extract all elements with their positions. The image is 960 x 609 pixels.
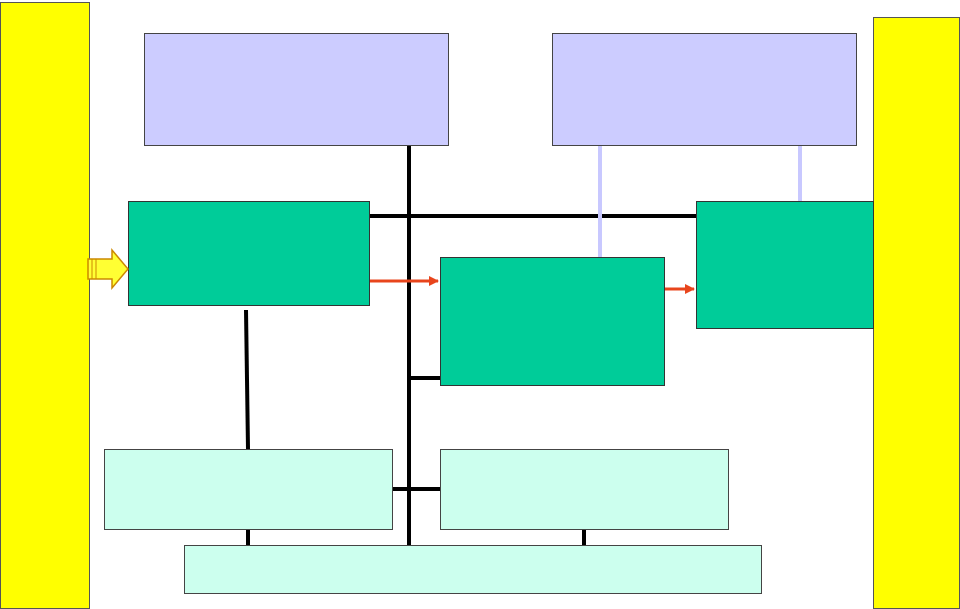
lower-box-left [104,449,393,530]
left-side-bar [0,2,90,609]
process-box-right [696,201,874,329]
right-side-bar [873,17,960,609]
process-box-left [128,201,370,306]
input-arrow-icon [87,247,129,291]
top-left-box [144,33,449,146]
top-right-box [552,33,857,146]
bottom-wide-box [184,545,762,594]
left-process-down-line [244,309,250,450]
lower-box-right [440,449,729,530]
process-box-center [440,257,665,386]
